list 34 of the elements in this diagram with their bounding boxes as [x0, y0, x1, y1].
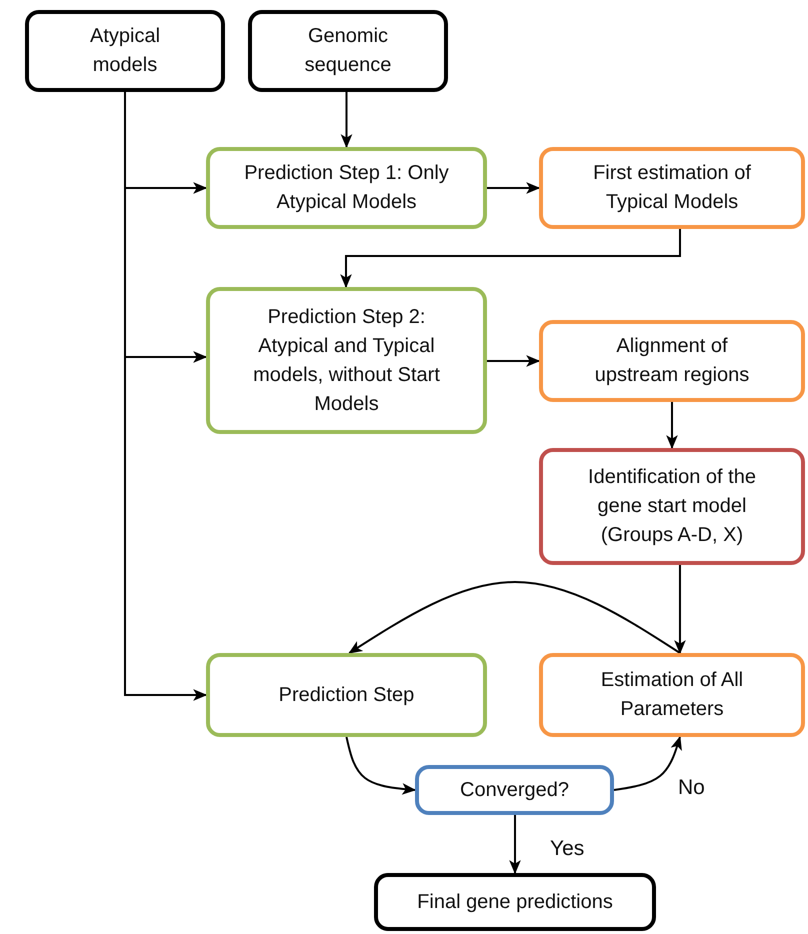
edge-label: Yes	[550, 836, 584, 862]
arrow	[487, 355, 540, 367]
node-text: Estimation of All Parameters	[600, 668, 744, 722]
terminal-box	[374, 873, 656, 931]
edge-label: No	[678, 775, 705, 801]
process-box	[539, 320, 805, 402]
arrow	[666, 402, 678, 450]
arrow	[487, 182, 540, 194]
node-text: Identification of the gene start model (Groups A-D, X)	[587, 465, 757, 548]
process-box	[206, 287, 487, 434]
node-text: Prediction Step 2: Atypical and Typical models, without Start Models	[252, 304, 441, 416]
decision-box	[415, 765, 614, 815]
arrow	[346, 736, 416, 795]
terminal-box	[25, 10, 225, 92]
process-box	[206, 653, 487, 737]
node-text: Prediction Step 1: Only Atypical Models	[243, 161, 450, 215]
arrow	[614, 736, 682, 791]
arrow	[348, 581, 681, 654]
arrow	[340, 229, 681, 288]
process-box	[539, 653, 805, 737]
arrow	[340, 92, 352, 148]
node-text: Atypical models	[88, 24, 162, 78]
process-box	[539, 448, 805, 565]
node-text: Alignment of upstream regions	[594, 334, 750, 388]
node-text: Genomic sequence	[304, 24, 392, 78]
node-text: First estimation of Typical Models	[592, 161, 752, 215]
node-text: Converged?	[460, 778, 569, 802]
arrow	[509, 815, 521, 874]
process-box	[539, 147, 805, 229]
terminal-box	[248, 10, 448, 92]
process-box	[206, 147, 487, 229]
arrow	[674, 565, 686, 654]
node-text: Prediction Step	[278, 682, 414, 708]
node-text: Final gene predictions	[417, 890, 613, 914]
